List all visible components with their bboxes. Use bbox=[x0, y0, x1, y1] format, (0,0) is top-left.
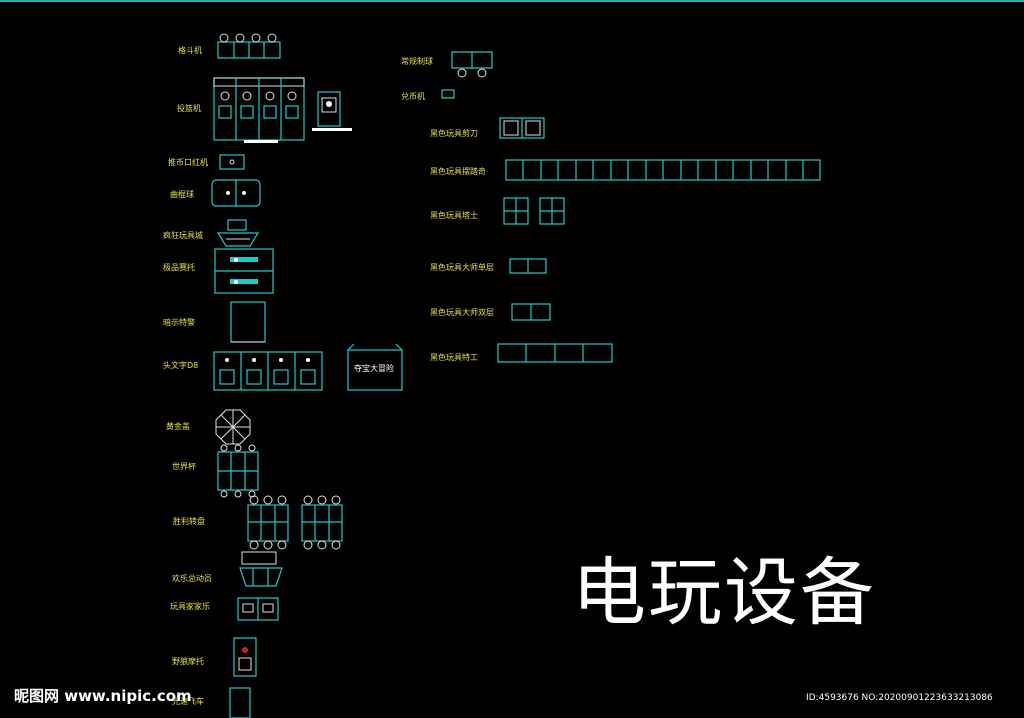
label-coin-exchanger: 兑币机 bbox=[401, 92, 425, 101]
watermark-site: 昵图网 www.nipic.com bbox=[14, 687, 192, 705]
label-treasure-adventure: 夺宝大冒险 bbox=[354, 364, 394, 373]
label-toy-master-double: 黑色玩具大师双层 bbox=[430, 308, 494, 317]
label-golden-lid: 黄金盖 bbox=[166, 422, 190, 431]
label-victory-wheel: 胜利转盘 bbox=[173, 517, 205, 526]
label-toy-scissors: 黑色玩具剪刀 bbox=[430, 129, 478, 138]
treasure-adventure-panel bbox=[347, 343, 403, 391]
label-basketball-machine: 投篮机 bbox=[177, 104, 201, 113]
label-racing: 极品赛托 bbox=[163, 263, 195, 272]
label-fighting-machine: 格斗机 bbox=[178, 46, 202, 55]
label-world-cup: 世界杯 bbox=[172, 462, 196, 471]
label-hockey: 曲棍球 bbox=[170, 190, 194, 199]
label-light-racer: 光速飞车 bbox=[172, 697, 204, 706]
page-title: 电玩设备 bbox=[572, 550, 876, 636]
label-wolf-moto: 野狼摩托 bbox=[172, 657, 204, 666]
label-regular-ball: 常规制球 bbox=[401, 57, 433, 66]
label-coin-lipstick-machine: 推币口红机 bbox=[168, 158, 208, 167]
label-initial-d: 头文字D8 bbox=[163, 361, 199, 370]
label-joy-mobilize: 欢乐总动员 bbox=[172, 574, 212, 583]
label-police: 暗示特警 bbox=[163, 318, 195, 327]
top-border bbox=[0, 0, 1024, 2]
watermark-id: ID:4593676 NO:20200901223633213086 bbox=[806, 693, 993, 703]
label-toy-master-single: 黑色玩具大师单层 bbox=[430, 263, 494, 272]
label-toy-family: 玩具家家乐 bbox=[170, 602, 210, 611]
toy-long-row-symbol bbox=[505, 159, 821, 181]
label-toy-city: 疯狂玩具城 bbox=[163, 231, 203, 240]
label-toy-agent: 黑色玩具特工 bbox=[430, 353, 478, 362]
fighting-machine-symbol bbox=[217, 33, 281, 59]
basketball-machine-symbol bbox=[213, 77, 352, 143]
label-toy-tower: 黑色玩具塔士 bbox=[430, 211, 478, 220]
label-toy-long-row: 黑色玩具摆踏奇 bbox=[430, 167, 486, 176]
